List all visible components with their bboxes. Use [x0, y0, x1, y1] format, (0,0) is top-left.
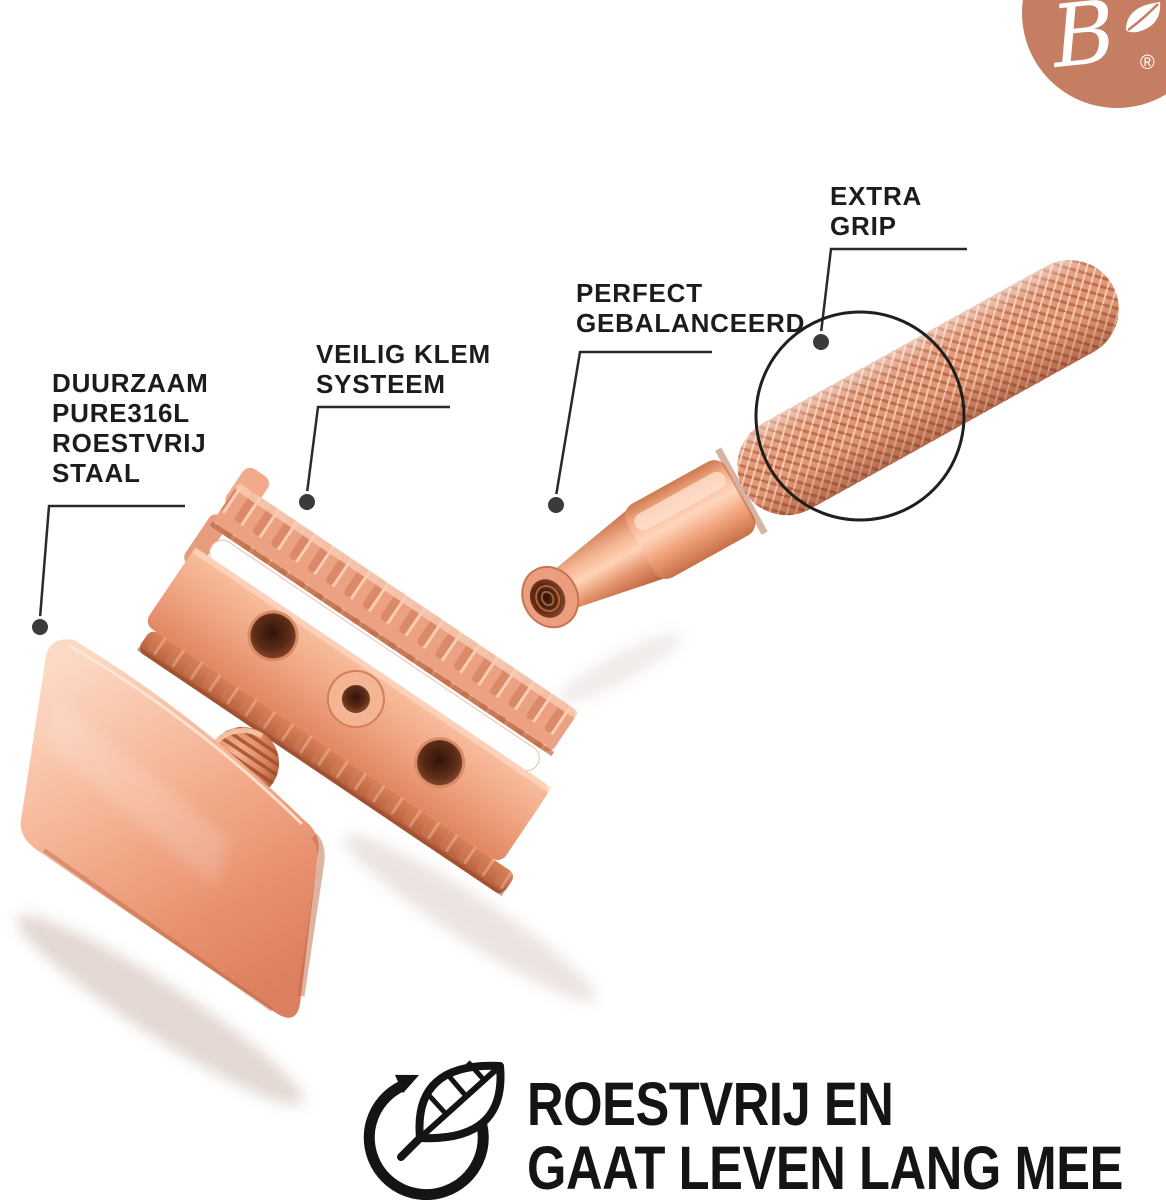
callout-dot-clamp [296, 491, 318, 513]
razor-handle [521, 260, 1119, 629]
label-line: ROESTVRIJ [52, 428, 207, 458]
label-line: PERFECT [576, 278, 703, 308]
callout-line-balanced [554, 350, 712, 497]
footer-line: GAAT LEVEN LANG MEE [527, 1134, 1123, 1200]
brand-leaf-icon [1126, 2, 1161, 33]
footer-claim: ROESTVRIJ EN GAAT LEVEN LANG MEE [527, 1072, 1166, 1200]
threaded-hole-right [414, 737, 466, 789]
label-line: EXTRA [830, 181, 923, 211]
footer-line: ROESTVRIJ EN [527, 1070, 894, 1138]
label-line: PURE316L [52, 398, 190, 428]
callout-dot-grip [810, 331, 832, 353]
callout-line-clamp [305, 405, 450, 494]
soft-shadows [16, 632, 683, 1106]
label-durable: DUURZAAM PURE316L ROESTVRIJ STAAL [52, 368, 209, 488]
label-line: SYSTEEM [316, 369, 446, 399]
center-hole [341, 685, 370, 714]
label-line: STAAL [52, 458, 141, 488]
label-balanced: PERFECT GEBALANCEERD [576, 278, 805, 338]
callout-line-grip [819, 247, 967, 334]
collar-seam [715, 447, 768, 535]
magnifier-circle [754, 310, 966, 522]
handle-collar [625, 460, 756, 579]
callout-dot-balanced [545, 494, 567, 516]
leaf-recycle-icon [363, 1060, 505, 1200]
comb-teeth [213, 486, 575, 752]
label-clamp: VEILIG KLEM SYSTEEM [316, 339, 491, 399]
razor-top-cap [20, 639, 325, 1018]
callout-lines [38, 247, 967, 619]
label-line: VEILIG KLEM [316, 339, 491, 369]
callout-line-durable [38, 504, 185, 619]
callout-dot-durable [29, 616, 51, 638]
callout-dots [29, 331, 832, 638]
razor-base-plate [136, 467, 578, 897]
brand-initial: B [1046, 0, 1121, 89]
threaded-hole-left [247, 610, 299, 662]
label-line: DUURZAAM [52, 368, 209, 398]
label-grip: EXTRA GRIP [830, 181, 922, 241]
label-line: GEBALANCEERD [576, 308, 806, 338]
label-line: GRIP [830, 211, 897, 241]
registered-mark: ® [1140, 52, 1155, 74]
